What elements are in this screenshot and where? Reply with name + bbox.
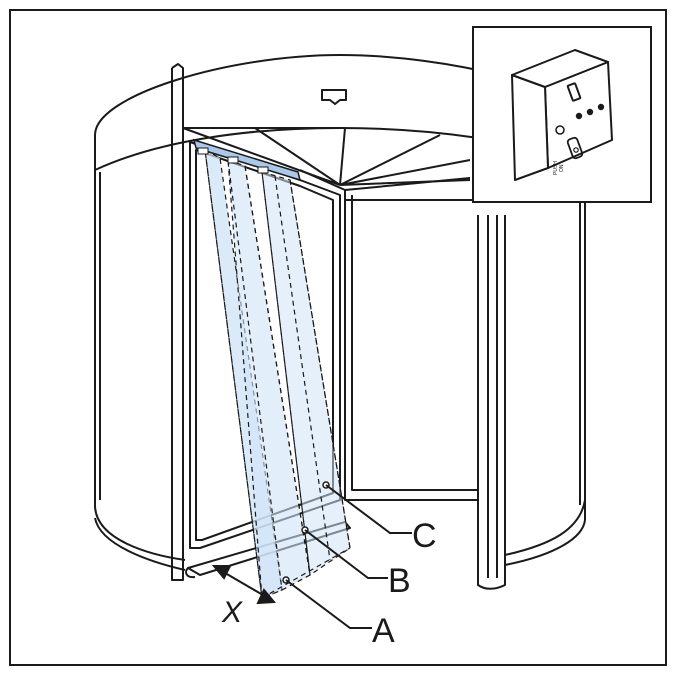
switch-box-top [511,49,609,88]
ceiling-light-icon [321,89,347,105]
floor-ring-lower [94,517,186,571]
callout-a: A [372,612,395,650]
indicator-dot-2 [586,108,594,116]
switch-inset: PUSH ON [472,26,652,203]
indicator-dot-1 [575,112,583,120]
detection-beams [204,148,351,599]
key-switch-icon [566,136,584,160]
switch-box-side [511,74,549,181]
figure-frame [9,9,667,666]
callout-b: B [388,562,411,600]
inner-panel-right [344,190,478,501]
left-door-post [171,68,184,581]
right-door-post [477,215,506,590]
ceiling-rays [182,127,471,186]
indicator-ring [555,125,565,135]
x-dimension-arrow [211,565,277,605]
indicator-dot-3 [597,103,605,111]
floor-ring-right-lower [504,519,586,566]
callout-c: C [412,517,437,555]
beam-b [227,159,311,599]
switch-label-1: PUSH [553,161,559,175]
sensor-bar [192,138,302,182]
rocker-switch-icon [566,82,582,102]
switch-label-2: ON [559,164,565,172]
floor-ring-right [504,499,586,556]
callout-x: X [221,596,243,629]
leader-lines [285,484,412,629]
